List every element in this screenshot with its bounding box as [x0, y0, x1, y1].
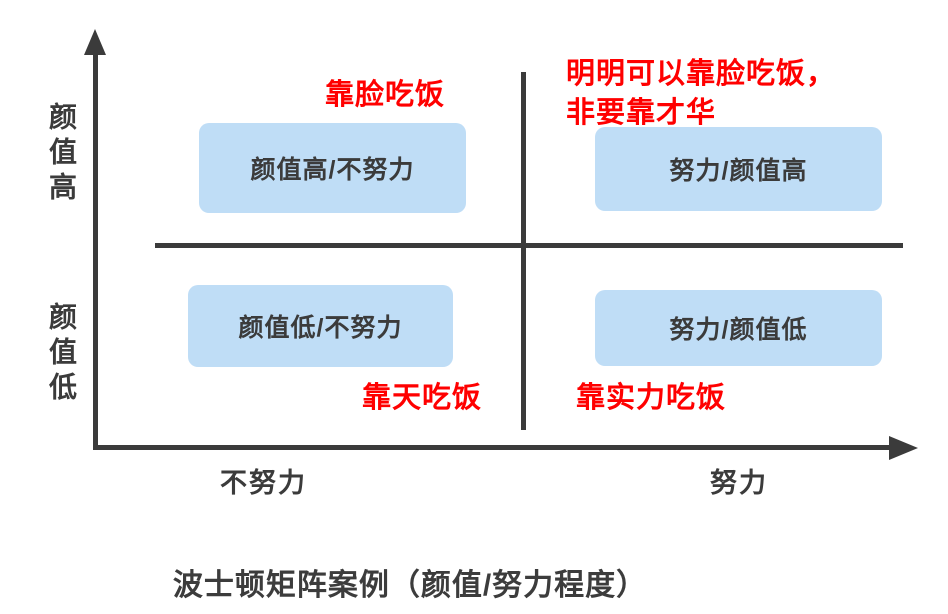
y-axis-arrow-icon: [84, 29, 106, 55]
y-axis-label-high: 颜值高: [46, 102, 77, 207]
x-axis-label-no-effort: 不努力: [220, 468, 307, 498]
horizontal-divider-line: [155, 243, 903, 248]
annotation-top-right: 明明可以靠脸吃饭， 非要靠才华: [566, 55, 836, 133]
diagram-title: 波士顿矩阵案例（颜值/努力程度）: [172, 569, 648, 602]
annotation-top-left: 靠脸吃饭: [325, 79, 446, 111]
annotation-top-right-line1: 明明可以靠脸吃饭，: [566, 58, 837, 90]
y-axis-label-low: 颜值低: [46, 302, 77, 407]
y-axis-line: [93, 52, 98, 448]
quadrant-box-top-right: 努力/颜值高: [595, 127, 882, 211]
annotation-bottom-left: 靠天吃饭: [362, 382, 483, 414]
x-axis-line: [93, 445, 891, 450]
quadrant-box-bottom-left: 颜值低/不努力: [188, 285, 453, 367]
x-axis-arrow-icon: [889, 436, 918, 460]
quadrant-box-top-left: 颜值高/不努力: [199, 123, 466, 213]
x-axis-label-effort: 努力: [710, 468, 768, 498]
quadrant-box-bottom-right: 努力/颜值低: [595, 290, 882, 366]
annotation-top-right-line2: 非要靠才华: [566, 97, 717, 129]
annotation-bottom-right: 靠实力吃饭: [576, 382, 727, 414]
vertical-divider-line: [521, 72, 526, 430]
